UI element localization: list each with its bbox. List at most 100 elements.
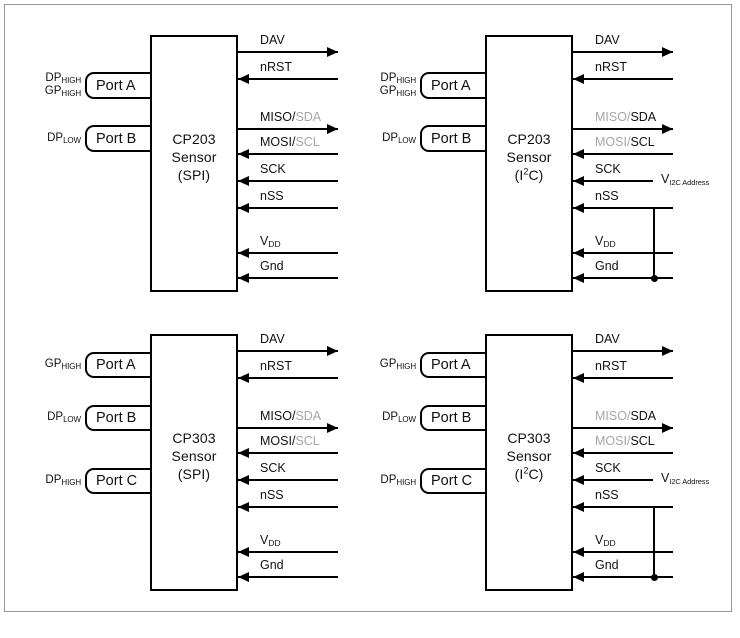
- port-signal-group: DPLOW: [354, 132, 416, 146]
- junction-dot: [650, 274, 658, 282]
- arrow-out-dav: [327, 345, 338, 356]
- signal-label-dav: DAV: [595, 33, 620, 47]
- signal-label-nrst: nRST: [260, 60, 292, 74]
- port-signal: DPHIGH: [380, 71, 416, 85]
- port-label: Port B: [431, 130, 472, 147]
- arrow-in-sck: [238, 474, 249, 485]
- port-box-port-a[interactable]: Port A: [420, 72, 487, 99]
- chip-body-cp303-i2c: [485, 334, 573, 591]
- port-box-port-b[interactable]: Port B: [420, 405, 487, 431]
- signal-label-dav: DAV: [260, 332, 285, 346]
- signal-wire-nss: [573, 506, 673, 508]
- port-signal-group: GPHIGH: [19, 358, 81, 372]
- arrow-in-vdd: [238, 546, 249, 557]
- arrow-out-dav: [662, 46, 673, 57]
- signal-label-miso: MISO/SDA: [595, 410, 656, 423]
- vi2c-address-label: VI2C Address: [661, 172, 710, 187]
- signal-label-sck: SCK: [260, 461, 286, 475]
- chip-body-cp303-spi: [150, 334, 238, 591]
- signal-separator: /: [291, 434, 296, 448]
- signal-wire-nss: [573, 207, 673, 209]
- chip-name: CP303: [507, 429, 551, 446]
- chip-interface: (SPI): [177, 466, 211, 483]
- signal-wire-gnd: [238, 277, 338, 279]
- signal-wire-gnd: [238, 576, 338, 578]
- signal-separator: /: [291, 409, 296, 423]
- port-box-port-c[interactable]: Port C: [85, 468, 152, 494]
- chip-interface: (SPI): [177, 167, 211, 184]
- arrow-in-nrst: [238, 372, 249, 383]
- signal-label-mosi: MOSI/SCL: [595, 136, 655, 149]
- port-signal: DPLOW: [47, 131, 81, 145]
- port-box-port-a[interactable]: Port A: [85, 72, 152, 99]
- chip-body-cp203-i2c: [485, 35, 573, 292]
- port-box-port-b[interactable]: Port B: [85, 125, 152, 152]
- port-signal: DPLOW: [382, 411, 416, 424]
- signal-label-gnd: Gnd: [595, 259, 619, 273]
- nss-gnd-tie-wire: [653, 207, 655, 279]
- signal-wire-dav: [238, 350, 338, 352]
- port-signal-group: DPLOW: [19, 132, 81, 146]
- port-box-port-a[interactable]: Port A: [85, 352, 152, 378]
- signal-label-mosi: MOSI/SCL: [260, 136, 320, 149]
- port-box-port-c[interactable]: Port C: [420, 468, 487, 494]
- arrow-in-nrst: [573, 73, 584, 84]
- chip-kind: Sensor: [171, 148, 217, 165]
- diagram-frame: [4, 4, 732, 612]
- signal-wire-dav: [573, 51, 673, 53]
- port-signal-group: GPHIGH: [354, 358, 416, 372]
- signal-separator: /: [626, 434, 631, 448]
- signal-separator: /: [626, 135, 631, 149]
- signal-wire-miso: [238, 427, 338, 429]
- signal-separator: /: [291, 135, 296, 149]
- chip-interface: (I2C): [514, 166, 544, 184]
- chip-body-cp203-spi: [150, 35, 238, 292]
- signal-name-spi: MISO: [595, 110, 627, 124]
- signal-wire-miso: [238, 128, 338, 130]
- signal-label-sck: SCK: [260, 162, 286, 176]
- signal-wire-nss: [238, 506, 338, 508]
- arrow-out-dav: [327, 46, 338, 57]
- port-signal-group: DPHIGH: [19, 474, 81, 488]
- port-signal: DPHIGH: [380, 474, 416, 487]
- chip-kind: Sensor: [171, 447, 217, 464]
- port-signal: GPHIGH: [379, 358, 416, 371]
- port-box-port-b[interactable]: Port B: [420, 125, 487, 152]
- signal-name-i2c: SCL: [295, 434, 320, 448]
- signal-wire-dav: [238, 51, 338, 53]
- signal-label-nrst: nRST: [595, 359, 627, 373]
- signal-wire-mosi: [238, 452, 338, 454]
- signal-label-vdd: VDD: [260, 234, 281, 249]
- junction-dot: [650, 573, 658, 581]
- arrow-in-nss: [573, 202, 584, 213]
- port-signal: GPHIGH: [44, 85, 81, 99]
- signal-label-sck: SCK: [595, 162, 621, 176]
- chip-kind: Sensor: [506, 447, 552, 464]
- arrow-in-sck: [238, 175, 249, 186]
- signal-label-gnd: Gnd: [595, 558, 619, 572]
- port-label: Port B: [431, 410, 472, 426]
- signal-wire-mosi: [573, 452, 673, 454]
- chip-name: CP303: [172, 429, 216, 446]
- arrow-out-miso: [662, 422, 673, 433]
- nss-gnd-tie-wire: [653, 506, 655, 578]
- signal-wire-vdd: [238, 551, 338, 553]
- arrow-in-nrst: [573, 372, 584, 383]
- port-box-port-b[interactable]: Port B: [85, 405, 152, 431]
- signal-wire-sck: [573, 479, 653, 481]
- signal-name-spi: MOSI: [595, 135, 627, 149]
- arrow-in-mosi: [238, 148, 249, 159]
- port-box-port-a[interactable]: Port A: [420, 352, 487, 378]
- arrow-out-miso: [662, 123, 673, 134]
- arrow-out-miso: [327, 422, 338, 433]
- signal-separator: /: [626, 110, 631, 124]
- port-signal: DPHIGH: [45, 71, 81, 85]
- signal-wire-sck: [238, 479, 338, 481]
